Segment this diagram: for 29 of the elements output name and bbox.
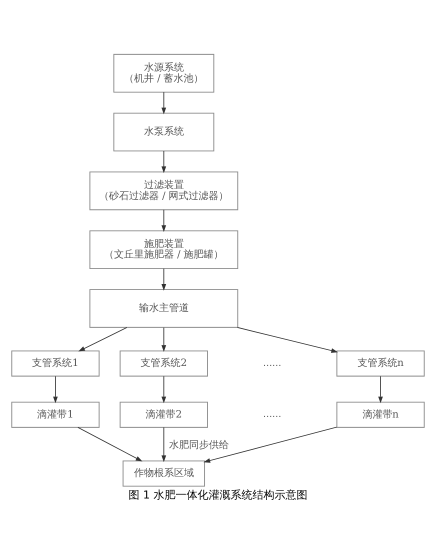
arrow xyxy=(161,427,166,462)
arrow xyxy=(77,427,143,462)
arrow xyxy=(161,92,166,114)
arrow xyxy=(78,327,128,352)
node-box: 支管系统1 xyxy=(11,350,100,377)
node-box: 输水主管道 xyxy=(89,289,238,328)
node-box: 滴灌带1 xyxy=(11,402,100,428)
arrow xyxy=(378,376,383,404)
arrow xyxy=(161,150,166,174)
node-box: 滴灌带n xyxy=(336,402,425,428)
node-box: 滴灌带2 xyxy=(120,402,208,428)
label: …… xyxy=(262,358,282,369)
node-box: 支管系统n xyxy=(336,350,425,377)
label: …… xyxy=(262,409,282,420)
node-box: 过滤装置 （砂石过滤器 / 网式过滤器） xyxy=(89,172,238,210)
caption: 图 1 水肥一体化灌溉系统结构示意图 xyxy=(128,488,308,502)
arrow xyxy=(237,327,338,353)
arrow xyxy=(203,426,338,463)
node-box: 支管系统2 xyxy=(120,350,208,377)
arrow xyxy=(161,327,166,352)
node-box: 水源系统 （机井 / 蓄水池） xyxy=(113,54,214,93)
node-box: 水泵系统 xyxy=(113,112,214,152)
arrow xyxy=(161,376,166,404)
node-box: 作物根系区域 xyxy=(122,460,206,487)
arrow xyxy=(53,376,58,404)
edge-label: 水肥同步供给 xyxy=(169,440,230,452)
node-box: 施肥装置 （文丘里施肥器 / 施肥罐） xyxy=(89,230,238,270)
arrow xyxy=(161,268,166,291)
arrow xyxy=(161,209,166,232)
